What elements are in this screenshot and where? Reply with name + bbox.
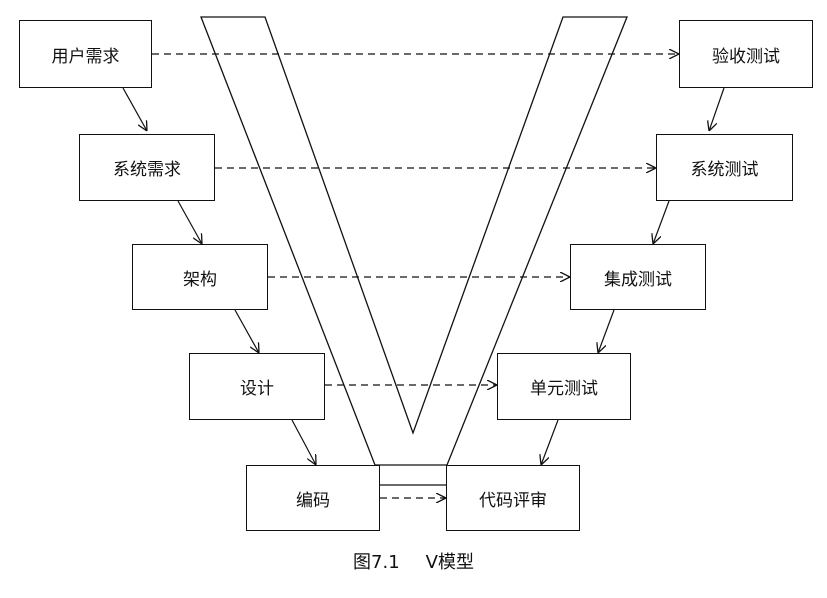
arrow-right-2 [653, 200, 670, 244]
stage-system-testing: 系统测试 [656, 134, 793, 201]
caption-number: 图7.1 [353, 552, 400, 573]
arrow-left-3 [234, 309, 259, 353]
stage-architecture: 架构 [132, 244, 268, 310]
v-shape [200, 16, 628, 466]
stage-design: 设计 [189, 353, 325, 420]
stage-system-requirements: 系统需求 [79, 134, 215, 201]
arrow-left-4 [291, 419, 316, 465]
caption-title: V模型 [425, 552, 474, 573]
arrow-right-4 [541, 419, 559, 465]
arrow-left-2 [177, 200, 202, 244]
stage-user-requirements: 用户需求 [19, 20, 152, 88]
stage-unit-testing: 单元测试 [497, 353, 631, 420]
stage-acceptance-testing: 验收测试 [679, 20, 813, 88]
figure-caption: 图7.1 V模型 [0, 548, 827, 574]
stage-code-review: 代码评审 [446, 465, 580, 531]
stage-coding: 编码 [246, 465, 380, 531]
stage-integration-testing: 集成测试 [570, 244, 706, 310]
arrow-right-1 [709, 87, 725, 131]
arrow-left-1 [122, 87, 147, 131]
arrow-right-3 [598, 309, 615, 353]
